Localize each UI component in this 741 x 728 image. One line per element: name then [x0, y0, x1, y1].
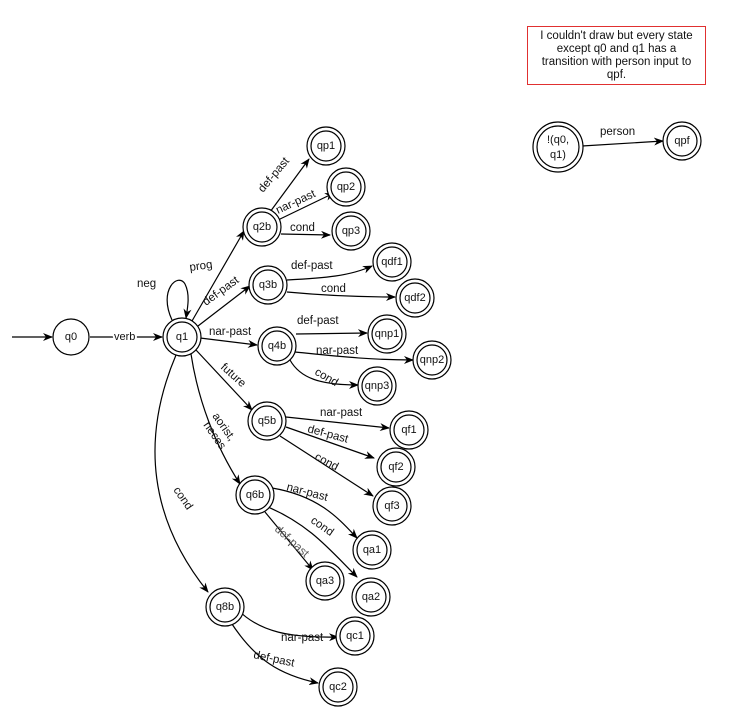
state-qp2: qp2 [326, 167, 366, 207]
edge-q1-q2b [191, 230, 245, 322]
svg-text:qnp3: qnp3 [365, 380, 389, 392]
edge-q8b-qc2 [229, 620, 319, 686]
state-qa1: qa1 [352, 530, 392, 570]
edge-q6b-qa3 [264, 511, 314, 571]
edge-q5b-qf3 [279, 435, 374, 497]
svg-text:qpf: qpf [674, 135, 690, 147]
label-nar-past-qa1: nar-past [285, 481, 330, 504]
label-cond-qp3: cond [290, 222, 315, 234]
state-q6b: q6b [235, 475, 275, 515]
state-q3b: q3b [248, 265, 288, 305]
svg-text:qp3: qp3 [342, 225, 360, 237]
svg-text:qnp1: qnp1 [375, 328, 399, 340]
state-qdf2: qdf2 [395, 278, 435, 318]
svg-text:!(q0,: !(q0, [547, 134, 569, 146]
svg-text:qa1: qa1 [363, 544, 381, 556]
label-person: person [600, 126, 635, 138]
edge-q2b-qp3 [280, 230, 331, 239]
edge-q5b-qf2 [285, 426, 375, 459]
label-nar-past-q4b: nar-past [209, 326, 252, 338]
state-q1: q1 [162, 317, 202, 357]
state-q4b: q4b [257, 326, 297, 366]
edge-q8b-qc1 [237, 609, 339, 642]
edge-q1-q4b [199, 337, 258, 348]
edge-q1-q5b [195, 349, 253, 411]
state-q5b: q5b [247, 401, 287, 441]
state-qnp2: qnp2 [412, 340, 452, 380]
label-def-past-qdf1: def-past [291, 260, 333, 272]
edge-q6b-qa1 [271, 487, 358, 539]
svg-text:q8b: q8b [216, 601, 234, 613]
edge-notq0q1-qpf [581, 137, 664, 147]
state-qf2: qf2 [376, 447, 416, 487]
label-nar-past-qc1: nar-past [281, 632, 324, 644]
label-future: future [218, 361, 248, 390]
state-qp3: qp3 [331, 211, 371, 251]
edge-q1-q6b [190, 353, 241, 485]
svg-text:qa2: qa2 [362, 591, 380, 603]
svg-text:qp2: qp2 [337, 181, 355, 193]
svg-text:qnp2: qnp2 [420, 354, 444, 366]
svg-text:q1): q1) [550, 149, 566, 161]
state-q8b: q8b [205, 587, 245, 627]
state-qpf: qpf [662, 121, 702, 161]
edge-q4b-qnp1 [295, 329, 368, 338]
svg-text:q2b: q2b [253, 221, 271, 233]
svg-text:qf2: qf2 [388, 461, 403, 473]
svg-text:q5b: q5b [258, 415, 276, 427]
label-prog: prog [189, 259, 213, 274]
state-q0: q0 [52, 318, 90, 356]
state-not-q0-q1: !(q0, q1) [532, 121, 584, 173]
label-neg: neg [137, 278, 156, 290]
edge-q5b-qf1 [285, 416, 390, 432]
label-nar-past-qnp2: nar-past [316, 345, 359, 357]
svg-text:qf1: qf1 [401, 424, 416, 436]
state-qf3: qf3 [372, 486, 412, 526]
state-qp1: qp1 [306, 126, 346, 166]
svg-text:q3b: q3b [259, 279, 277, 291]
state-qf1: qf1 [389, 410, 429, 450]
label-cond-q8b: cond [171, 485, 195, 512]
svg-text:q6b: q6b [246, 489, 264, 501]
label-cond-qf3: cond [313, 451, 341, 473]
state-qdf1: qdf1 [372, 242, 412, 282]
label-nar-past-qf1: nar-past [320, 407, 363, 419]
label-nar-past-qp2: nar-past [274, 188, 318, 217]
svg-text:qdf2: qdf2 [404, 292, 425, 304]
svg-text:q0: q0 [65, 331, 77, 343]
svg-text:qp1: qp1 [317, 140, 335, 152]
label-cond-qa2: cond [308, 515, 335, 539]
label-cond-qdf2: cond [321, 283, 346, 295]
edge-q4b-qnp2 [294, 351, 414, 364]
edge-q2b-qp1 [269, 158, 310, 213]
state-qnp3: qnp3 [357, 366, 397, 406]
label-def-past-q3b: def-past [201, 274, 242, 309]
edge-q1-q3b [197, 285, 251, 327]
note-box: I couldn't draw but every state except q… [527, 26, 706, 85]
edge-q3b-qdf2 [286, 291, 396, 301]
state-qa3: qa3 [305, 561, 345, 601]
svg-text:qc1: qc1 [346, 630, 364, 642]
svg-text:q4b: q4b [268, 340, 286, 352]
state-qnp1: qnp1 [367, 314, 407, 354]
svg-text:qc2: qc2 [329, 681, 347, 693]
edge-q1-q8b [154, 354, 209, 593]
label-verb: verb [114, 331, 135, 343]
svg-text:qdf1: qdf1 [381, 256, 402, 268]
svg-text:qf3: qf3 [384, 500, 399, 512]
state-qc2: qc2 [318, 667, 358, 707]
state-q2b: q2b [242, 207, 282, 247]
edge-q3b-qdf1 [286, 265, 373, 281]
edge-q2b-qp2 [277, 192, 335, 221]
svg-text:q1: q1 [176, 331, 188, 343]
edge-q6b-qa2 [267, 506, 358, 578]
state-qa2: qa2 [351, 577, 391, 617]
edge-q1-self-neg [166, 279, 192, 321]
edge-q4b-qnp3 [289, 359, 359, 389]
state-qc1: qc1 [335, 616, 375, 656]
label-cond-qnp3: cond [313, 366, 341, 389]
svg-text:qa3: qa3 [316, 575, 334, 587]
label-def-past-qnp1: def-past [297, 315, 339, 327]
